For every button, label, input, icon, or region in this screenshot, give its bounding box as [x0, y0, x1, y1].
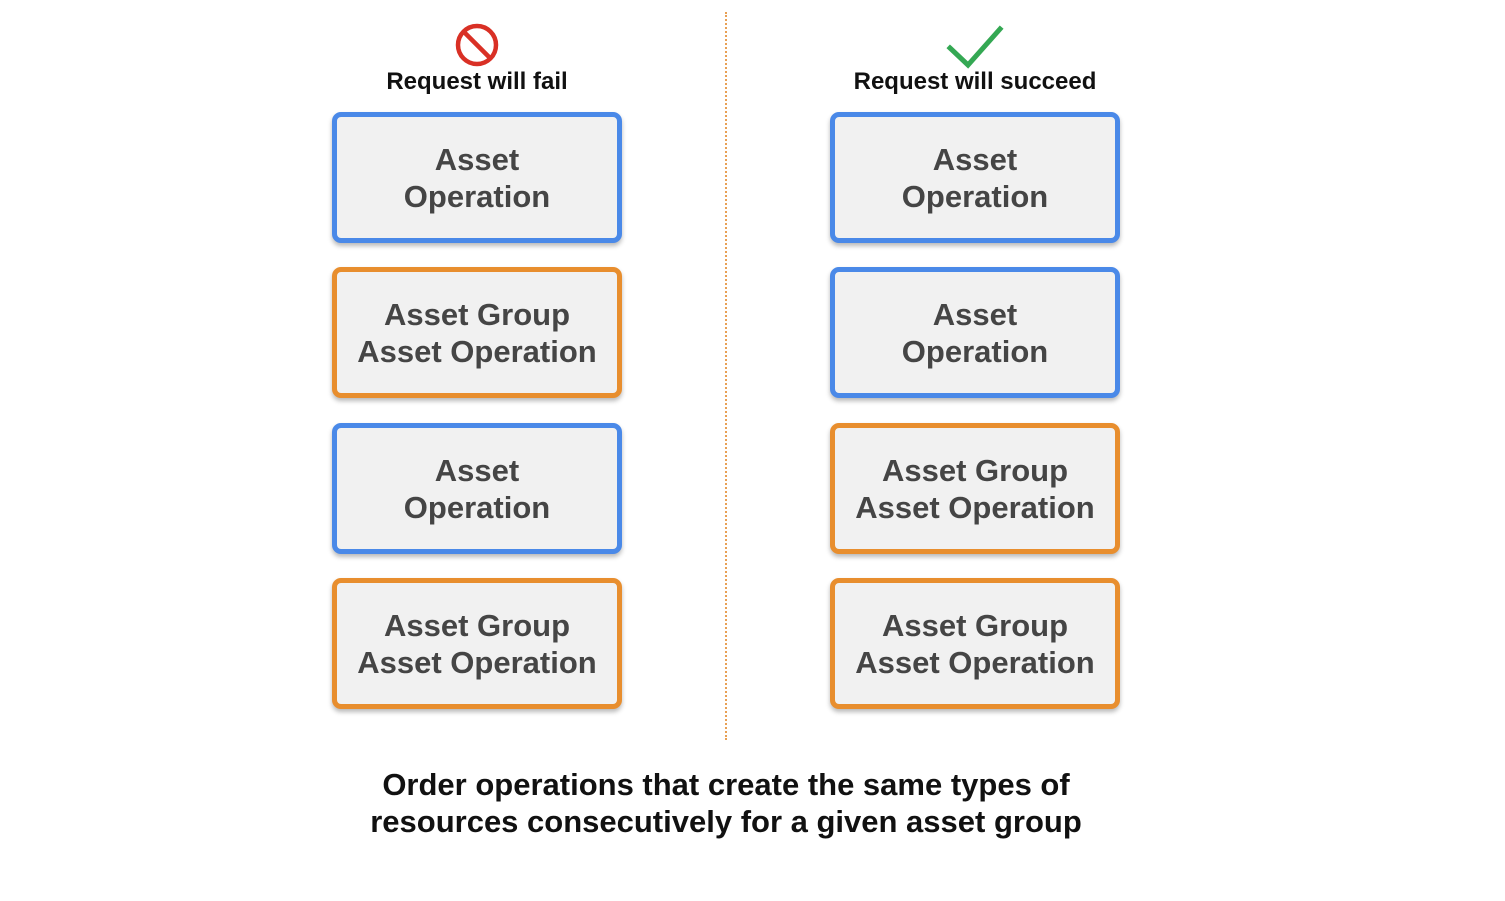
asset-operation-box: Asset Operation — [332, 112, 622, 243]
box-label-line2: Operation — [901, 333, 1049, 369]
box-label-line1: Asset Group — [881, 452, 1069, 488]
box-label-line1: Asset — [932, 296, 1018, 332]
asset-operation-box: Asset Operation — [332, 423, 622, 554]
box-label-line1: Asset Group — [881, 607, 1069, 643]
box-label-line1: Asset Group — [383, 296, 571, 332]
box-label-line1: Asset Group — [383, 607, 571, 643]
asset-operation-box: Asset Operation — [830, 112, 1120, 243]
caption-line1: Order operations that create the same ty… — [382, 767, 1070, 802]
box-label-line2: Asset Operation — [357, 644, 597, 680]
asset-group-asset-operation-box: Asset Group Asset Operation — [830, 578, 1120, 709]
box-label-line1: Asset — [434, 141, 520, 177]
box-label-line2: Asset Operation — [855, 644, 1095, 680]
prohibited-icon — [455, 23, 499, 67]
asset-operation-box: Asset Operation — [830, 267, 1120, 398]
caption-line2: resources consecutively for a given asse… — [370, 804, 1082, 839]
box-label-line2: Operation — [901, 178, 1049, 214]
asset-group-asset-operation-box: Asset Group Asset Operation — [830, 423, 1120, 554]
fail-column-title: Request will fail — [386, 68, 568, 95]
box-label-line1: Asset — [434, 452, 520, 488]
box-label-line2: Asset Operation — [357, 333, 597, 369]
box-label-line1: Asset — [932, 141, 1018, 177]
asset-group-asset-operation-box: Asset Group Asset Operation — [332, 267, 622, 398]
succeed-column-title: Request will succeed — [853, 68, 1097, 95]
box-label-line2: Asset Operation — [855, 489, 1095, 525]
diagram-caption: Order operations that create the same ty… — [250, 766, 1202, 840]
asset-group-asset-operation-box: Asset Group Asset Operation — [332, 578, 622, 709]
column-divider — [725, 12, 727, 740]
box-label-line2: Operation — [403, 178, 551, 214]
checkmark-icon — [946, 25, 1004, 69]
box-label-line2: Operation — [403, 489, 551, 525]
